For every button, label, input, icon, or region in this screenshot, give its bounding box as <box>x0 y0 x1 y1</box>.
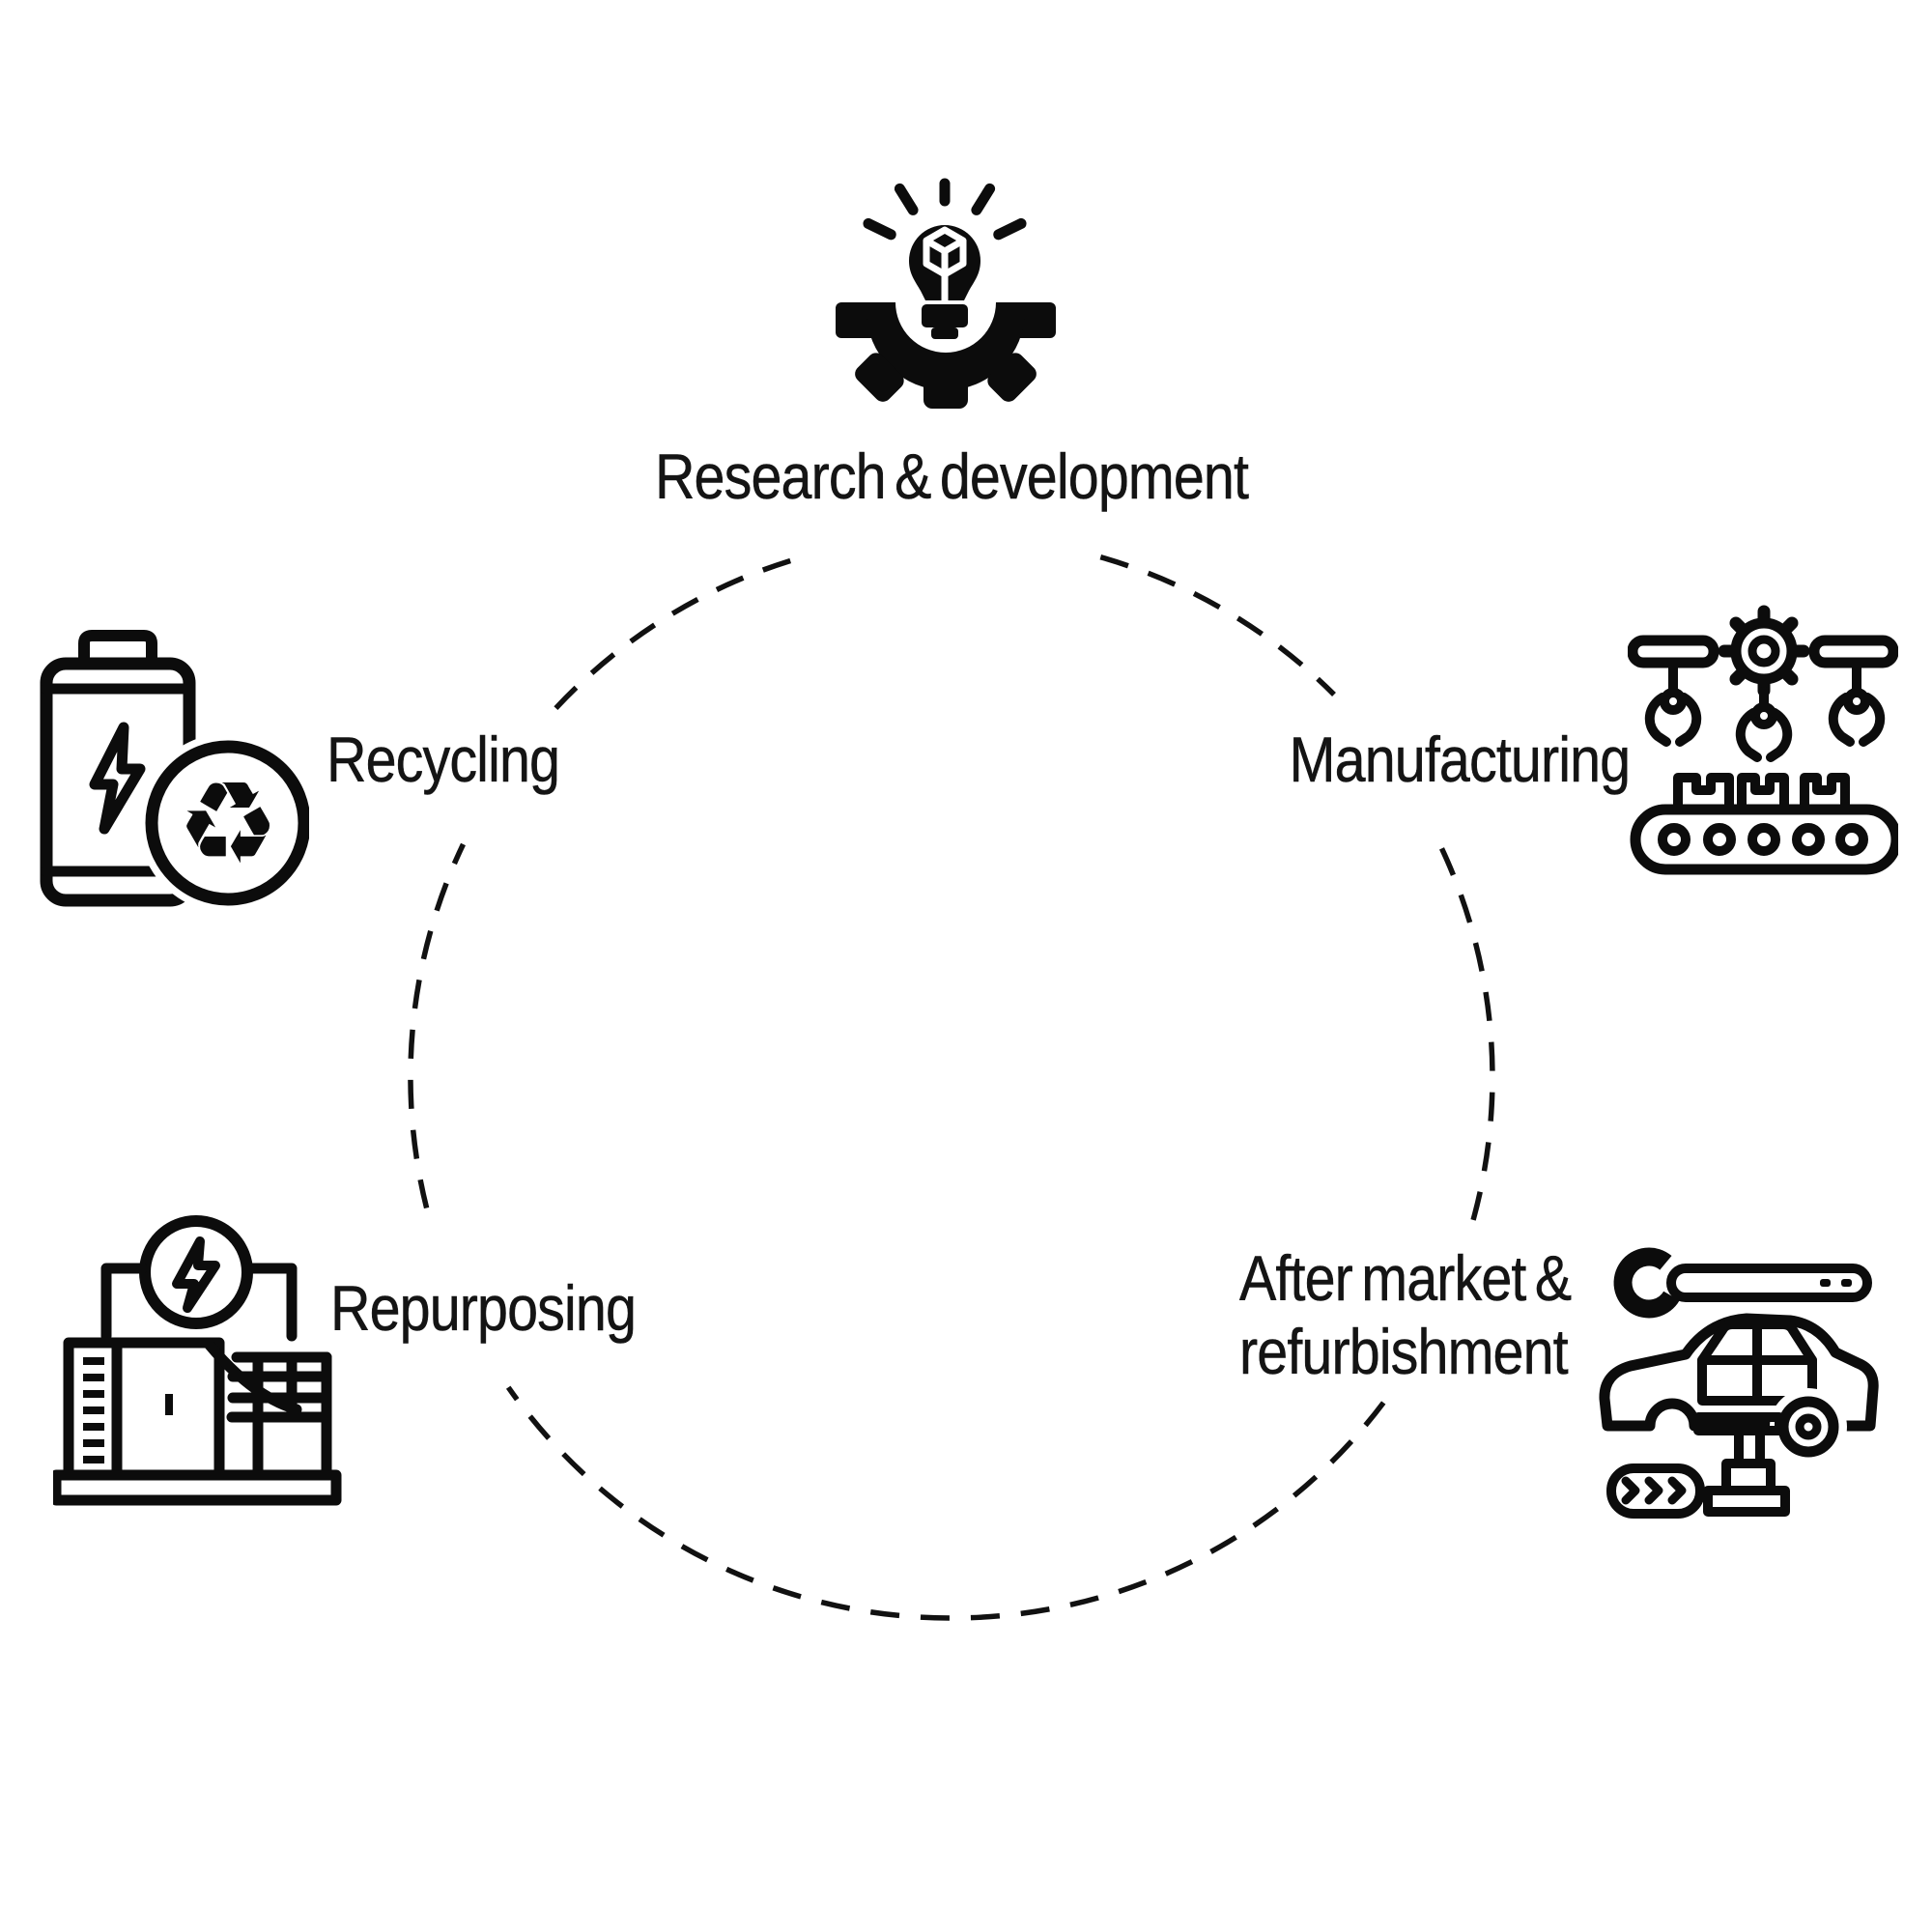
car-lift <box>1693 1412 1790 1517</box>
wrench-handle-dots <box>1820 1279 1852 1287</box>
assembly-line-icon <box>1628 604 1898 879</box>
rear-wheel <box>1777 1396 1839 1458</box>
dashed-arc-top-right <box>1099 554 1336 696</box>
stage-label-text: Research & development <box>654 440 1249 513</box>
stage-label-text: Recycling <box>327 724 560 796</box>
dashed-arc-top-left <box>554 554 804 710</box>
light-rays <box>863 178 1027 241</box>
wire-right <box>244 1263 298 1342</box>
battery-recycle-icon: ♻ <box>39 628 309 908</box>
car-body <box>1599 1313 1879 1432</box>
stage-label-recycling: Recycling <box>327 723 594 796</box>
idea-gear-icon <box>829 176 1070 495</box>
stage-label-text: Manufacturing <box>1289 724 1631 796</box>
wire-left <box>100 1263 148 1342</box>
battery-storage-plant-icon <box>53 1212 343 1507</box>
stage-label-aftermarket: After market & refurbishment <box>1239 1241 1621 1388</box>
stage-label-line2: refurbishment <box>1239 1316 1569 1388</box>
vent-slots <box>83 1357 173 1463</box>
recycle-circle <box>145 740 309 906</box>
battery-terminal <box>78 630 157 669</box>
lightning-bolt <box>89 722 146 835</box>
car-lift-service-icon <box>1594 1236 1879 1521</box>
dashed-arc-right <box>1439 847 1495 1236</box>
wrench <box>1613 1247 1872 1319</box>
dashed-arc-left <box>408 842 466 1209</box>
robot-claw-left <box>1644 658 1702 747</box>
robot-claw-right <box>1828 658 1886 747</box>
stage-label-research-development: Research & development <box>611 440 1293 513</box>
storage-building <box>53 1337 342 1506</box>
energy-badge <box>139 1215 253 1329</box>
stage-label-line1: After market & <box>1239 1242 1573 1315</box>
conveyor-belt <box>1630 804 1898 875</box>
stage-label-repurposing: Repurposing <box>330 1271 681 1345</box>
stage-label-manufacturing: Manufacturing <box>1238 723 1631 796</box>
chevron-capsule <box>1606 1463 1705 1519</box>
gear <box>1718 605 1810 697</box>
door-handle <box>165 1394 173 1415</box>
conveyor-boxes <box>1673 773 1850 814</box>
stage-label-text: Repurposing <box>330 1272 637 1345</box>
dashed-arc-bottom <box>505 1385 1386 1621</box>
robot-claw-center <box>1735 687 1793 762</box>
car-windows <box>1697 1320 1817 1406</box>
bulb-socket <box>922 304 968 339</box>
recycle-arrows-glyph: ♻ <box>177 756 279 890</box>
